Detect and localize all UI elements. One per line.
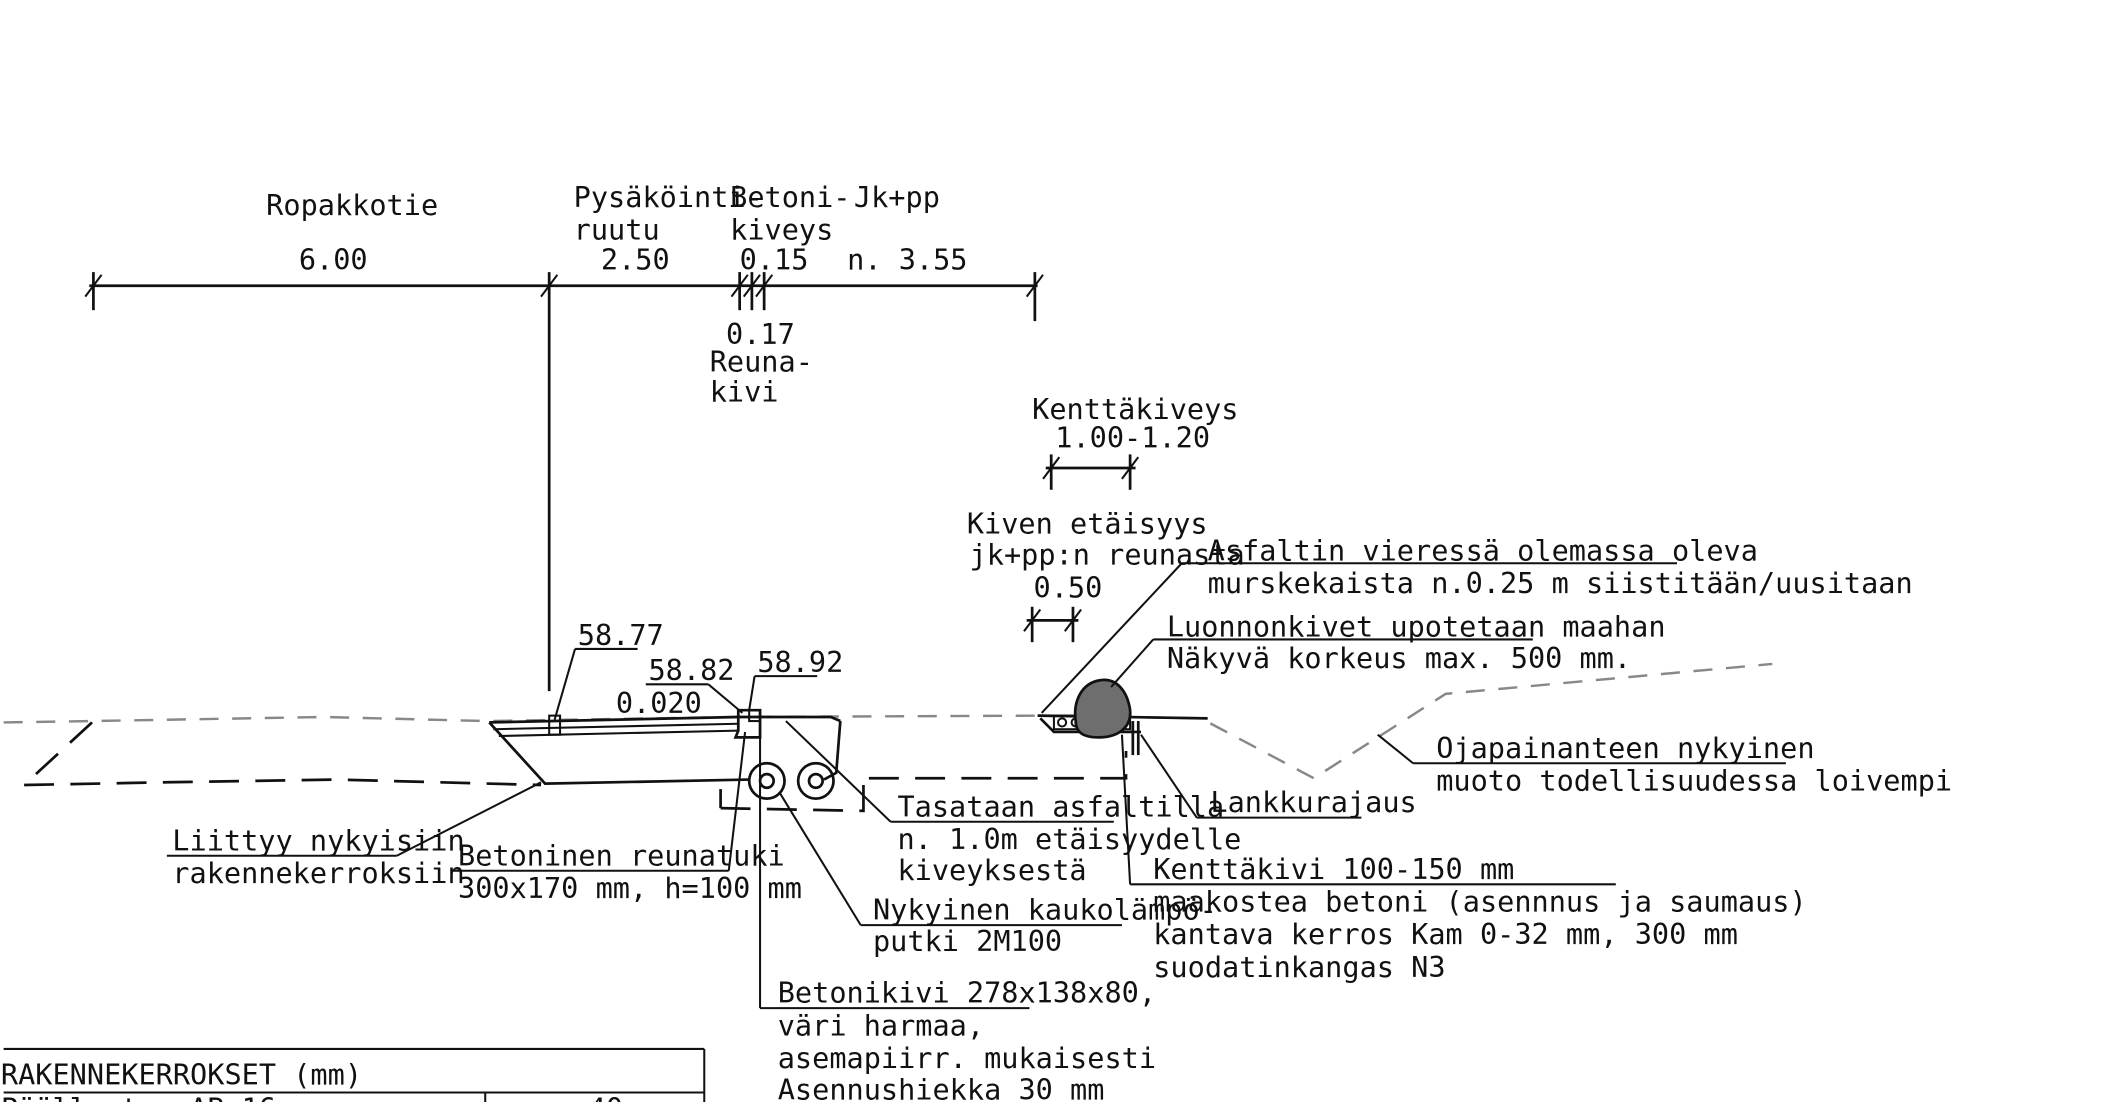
betonikiveys-width: 0.15 [740,242,809,276]
existing-structure-outline [20,721,542,787]
layers-table-title: RAKENNEKERROKSET (mm) [1,1057,362,1091]
reunakivi-label-2: kivi [710,374,779,408]
betoninen-reunatuki-note-2: 300x170 mm, h=100 mm [458,871,802,905]
kaukolampo-note-1: Nykyinen kaukolämpö- [873,893,1217,927]
jkpp-label: Jk+pp [854,180,940,214]
pysakointiruutu-width: 2.50 [601,242,670,276]
betonikiveys-label-1: Betoni- [730,180,850,214]
level-58-77: 58.77 [578,618,664,652]
level-58-82: 58.82 [648,653,734,687]
layers-table-row1-value: 40 [589,1091,623,1102]
field-paving-section [868,714,1208,780]
betonikivi-note-3: asemapiirr. mukaisesti [778,1041,1156,1075]
reunakivi-width: 0.17 [726,317,795,351]
kiven-etaisyys-width: 0.50 [1034,570,1103,604]
existing-ground-line [3,662,1773,780]
district-heating-pipes [719,761,865,813]
kenttakiveys-width: 1.00-1.20 [1055,421,1210,455]
betonikiveys-label-2: kiveys [730,212,833,246]
jkpp-width: n. 3.55 [847,242,967,276]
kenttakiveys-label: Kenttäkiveys [1032,392,1238,426]
reunakivi-label-1: Reuna- [710,344,813,378]
betonikivi-note-2: väri harmaa, [778,1008,984,1042]
betoninen-reunatuki-note-1: Betoninen reunatuki [458,838,785,872]
tasataan-note-2: n. 1.0m etäisyydelle [897,822,1241,856]
kenttakivi-note-4: suodatinkangas N3 [1153,950,1445,984]
liittyy-note-2: rakennekerroksiin [172,856,464,890]
luonnonkivet-note-2: Näkyvä korkeus max. 500 mm. [1167,641,1631,675]
pysakointiruutu-label-1: Pysäköinti- [574,180,763,214]
natural-stone [1073,678,1132,739]
slope-0-020: 0.020 [616,686,702,720]
kenttakiveys-dimension-line [1042,454,1140,490]
tasataan-note-3: kiveyksestä [897,853,1086,887]
lankkurajaus-note: Lankkurajaus [1210,785,1416,819]
kiven-etaisyys-label-1: Kiven etäisyys [967,506,1208,540]
tasataan-note-1: Tasataan asfaltilla [897,789,1224,823]
kenttakivi-note-2: maakostea betoni (asennnus ja saumaus) [1153,885,1806,919]
asfaltin-note-1: Asfaltin vieressä olemassa oleva [1208,534,1758,568]
ojapainanteen-note-2: muoto todellisuudessa loivempi [1436,763,1952,797]
luonnonkivet-note-1: Luonnonkivet upotetaan maahan [1167,610,1666,644]
asfaltin-note-2: murskekaista n.0.25 m siistitään/uusitaa… [1208,566,1913,600]
kiven-etaisyys-dimension-line [1023,606,1082,643]
pysakointiruutu-label-2: ruutu [574,212,660,246]
ropakkotie-label: Ropakkotie [266,188,438,222]
main-dimension-line [84,272,1044,692]
ropakkotie-width: 6.00 [299,242,368,276]
kenttakivi-note-1: Kenttäkivi 100-150 mm [1153,852,1514,886]
liittyy-note-1: Liittyy nykyisiin [172,823,464,857]
kiven-etaisyys-label-2: jk+pp:n reunasta [970,538,1245,572]
pavement-section [488,708,842,786]
layers-table [3,1047,706,1102]
betonikivi-note-1: Betonikivi 278x138x80, [778,976,1156,1010]
betonikivi-note-4: Asennushiekka 30 mm [778,1072,1105,1102]
kaukolampo-note-2: putki 2M100 [873,924,1062,958]
level-58-92: 58.92 [757,645,843,679]
layers-table-row1-label: Päällyste: AB 16 [1,1091,276,1102]
ojapainanteen-note-1: Ojapainanteen nykyinen [1436,731,1814,765]
kenttakivi-note-3: kantava kerros Kam 0-32 mm, 300 mm [1153,917,1738,951]
